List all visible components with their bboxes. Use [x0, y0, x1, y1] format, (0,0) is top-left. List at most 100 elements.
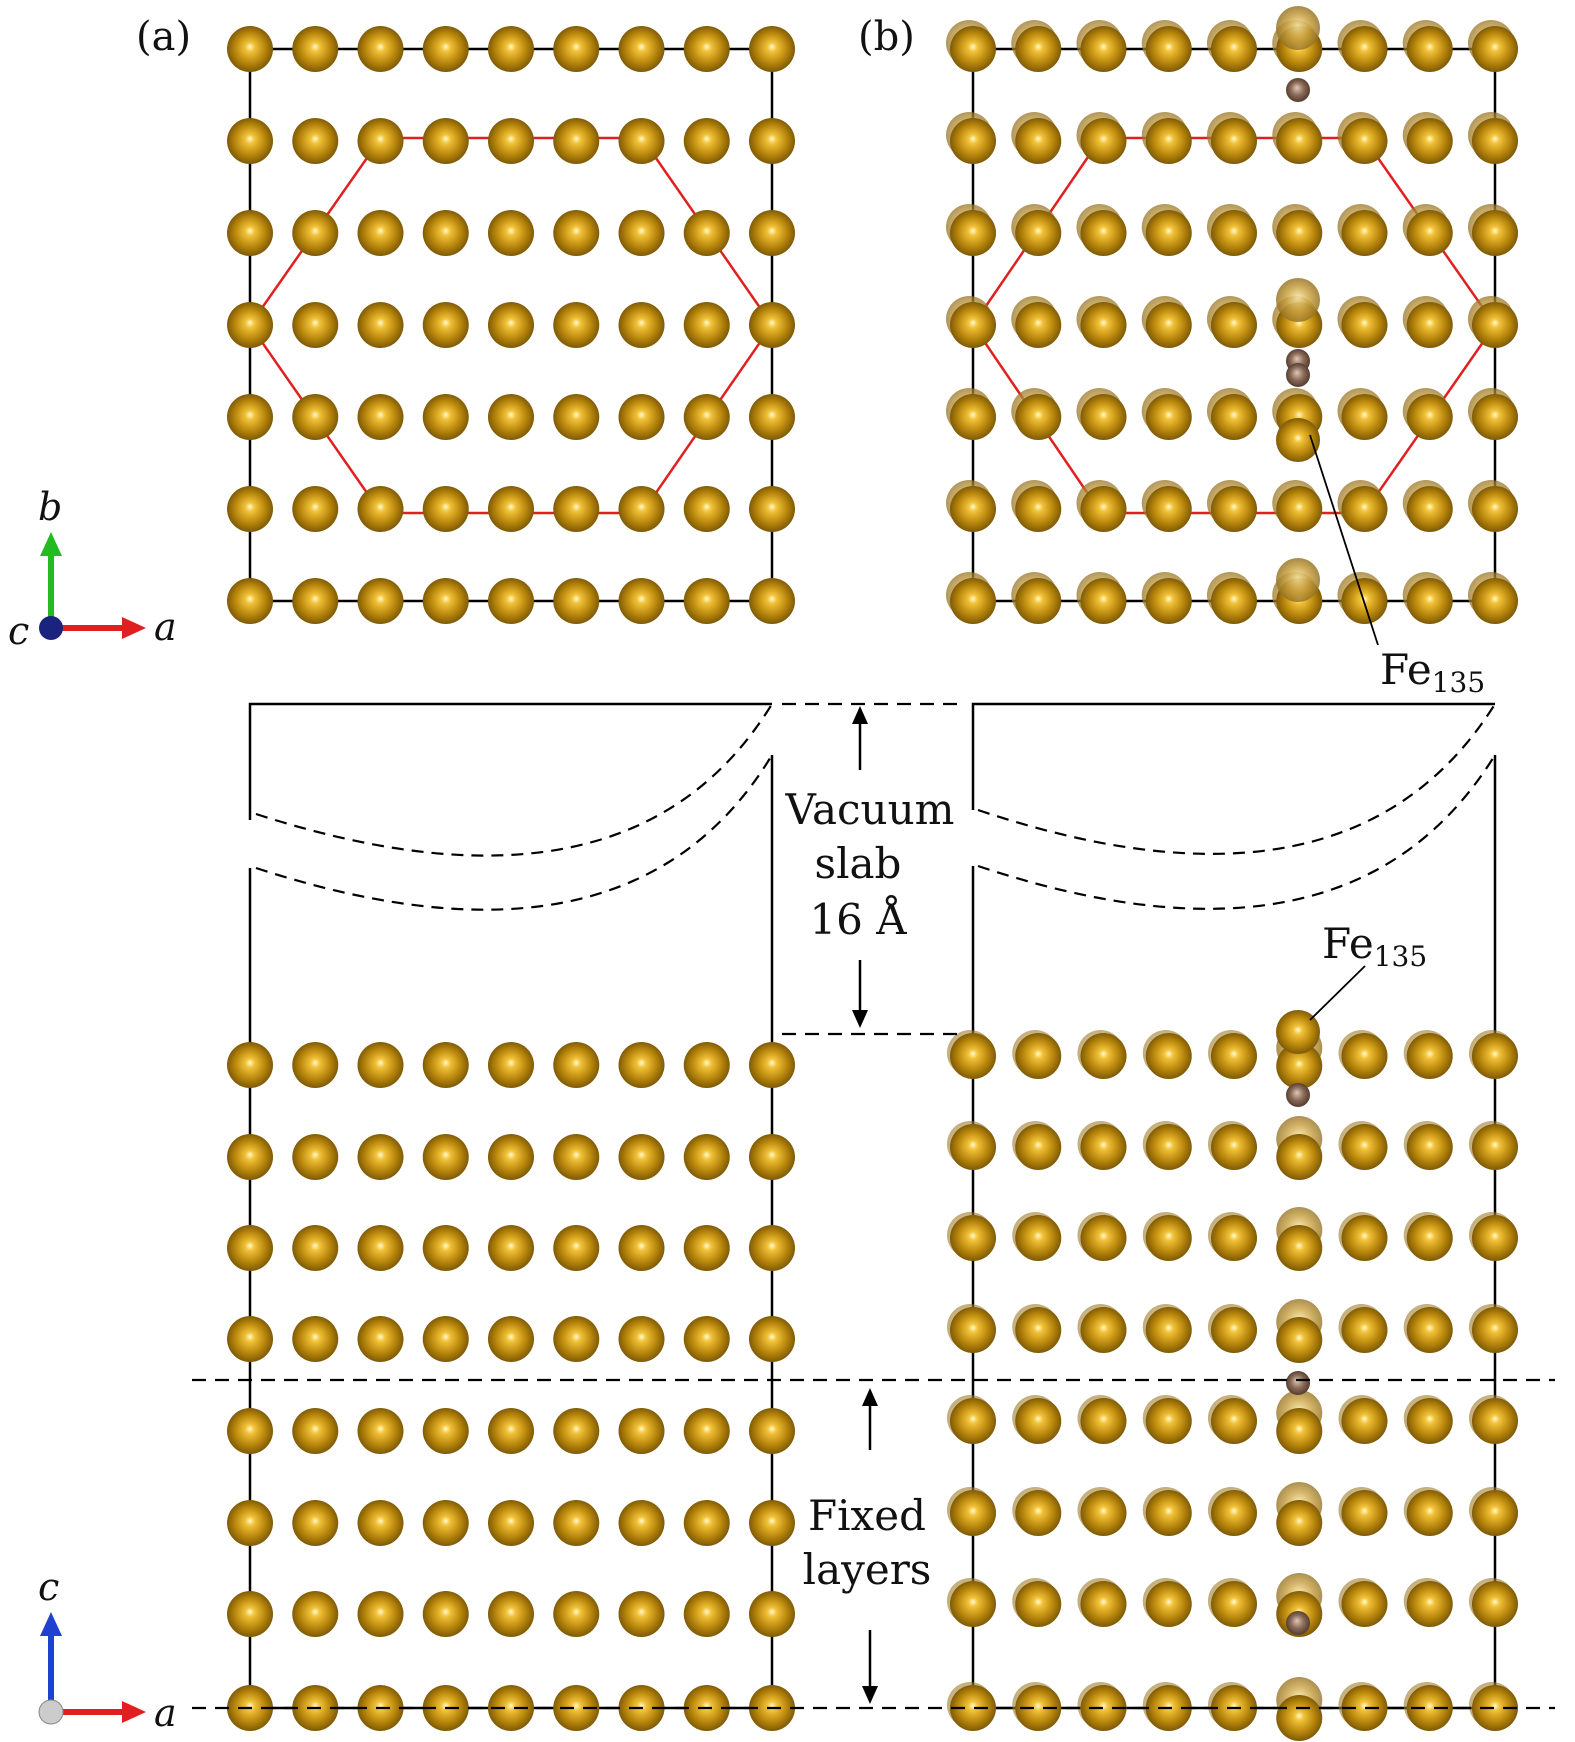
fe-atom	[422, 1500, 469, 1546]
fe-atom	[749, 486, 795, 532]
fe-atom	[749, 1225, 795, 1271]
fe-atom	[618, 1134, 665, 1180]
fe-atom	[1015, 486, 1062, 532]
fe-atom	[227, 1042, 273, 1088]
fe-atom	[950, 302, 996, 348]
fe-atom	[1472, 486, 1518, 532]
carbon-atom	[1286, 78, 1310, 102]
fe-atom	[1472, 1490, 1518, 1536]
fe-atom	[227, 1134, 273, 1180]
fe-atom	[1015, 1033, 1062, 1079]
fe-atom	[422, 302, 469, 348]
fe-atom	[1145, 1215, 1192, 1261]
vacuum-line3: 16 Å	[809, 894, 907, 944]
fe-atom	[950, 210, 996, 256]
fe-atom	[749, 1408, 795, 1454]
fe-atom	[749, 210, 795, 256]
fe-atom	[1276, 1134, 1323, 1180]
fe-atom	[422, 578, 469, 624]
fe-atom	[1276, 1043, 1323, 1089]
fe-atom	[1015, 1215, 1062, 1261]
fe-atom	[1472, 1398, 1518, 1444]
fe-atom	[1211, 210, 1257, 256]
fe-atom	[1211, 1490, 1257, 1536]
fe-atom	[357, 486, 404, 532]
fe-atom	[1276, 1225, 1323, 1271]
fe-atom	[1015, 1398, 1062, 1444]
fe-atom	[357, 1316, 404, 1362]
fe-atom	[618, 118, 665, 164]
fe-atom	[683, 486, 730, 532]
fe-atom	[618, 26, 665, 72]
fe-atom	[1276, 118, 1323, 164]
fe-atom	[1145, 1490, 1192, 1536]
fe-atom	[1472, 1124, 1518, 1170]
fe-atom	[357, 1500, 404, 1546]
axis-triad-top: b a c	[8, 485, 177, 653]
fixed-layers-annotation: Fixed layers	[192, 1378, 1555, 1710]
fe-atom	[1406, 578, 1453, 624]
fe-atom	[1211, 1215, 1257, 1261]
fe-atom	[1472, 26, 1518, 72]
fe-atom	[292, 118, 339, 164]
fe-atom	[618, 394, 665, 440]
fe-atom	[488, 1685, 534, 1731]
fe-atom	[1015, 1581, 1062, 1627]
fe-atom	[292, 302, 339, 348]
fe-atom	[292, 1316, 339, 1362]
fe-atom	[1406, 1685, 1453, 1731]
fe-atom	[1276, 1408, 1323, 1454]
carbon-atom	[1286, 363, 1310, 387]
fe-atom	[1145, 1307, 1192, 1353]
fe135-label-side: Fe135	[1309, 919, 1427, 1021]
fe-atom	[292, 486, 339, 532]
fe-atom	[422, 26, 469, 72]
fe-atom	[1341, 486, 1388, 532]
fe-atom	[292, 394, 339, 440]
fe-atom	[357, 1225, 404, 1271]
fe-atom	[1276, 1695, 1323, 1741]
fe-atom	[1472, 1685, 1518, 1731]
fe-atom-displaced	[1276, 278, 1320, 322]
fe-atom	[488, 1225, 534, 1271]
fe-atom	[1015, 1307, 1062, 1353]
fe-atom	[683, 1225, 730, 1271]
fe-atom	[357, 1134, 404, 1180]
fe-atom	[618, 486, 665, 532]
fe-atom	[1472, 210, 1518, 256]
axis-triad-bottom: c a	[38, 1565, 177, 1735]
fe-atom	[1211, 394, 1257, 440]
fe-atom	[618, 1500, 665, 1546]
fe-atom	[422, 1408, 469, 1454]
fe-atom	[749, 1134, 795, 1180]
fe-atom	[1341, 394, 1388, 440]
fe-atom	[1015, 210, 1062, 256]
fe-atom	[683, 210, 730, 256]
fe-atom	[749, 26, 795, 72]
axis-label-c-top: c	[8, 609, 29, 653]
fe-atom	[1211, 486, 1257, 532]
fe-atom	[950, 486, 996, 532]
fe-atom	[1341, 210, 1388, 256]
fe-atom	[1145, 118, 1192, 164]
fe-atom	[1015, 1490, 1062, 1536]
fe-atom	[1211, 302, 1257, 348]
fe-atom	[683, 26, 730, 72]
fe-atom	[1341, 1398, 1388, 1444]
panel-label-a: (a)	[136, 14, 191, 60]
panel-b-top-view	[946, 6, 1518, 624]
fe-atom	[1211, 578, 1257, 624]
fe-atom	[422, 486, 469, 532]
fe-atom	[553, 210, 600, 256]
axis-origin-top	[39, 616, 63, 640]
fe-atom	[553, 1042, 600, 1088]
fe-atom	[553, 394, 600, 440]
fe-atom	[1145, 210, 1192, 256]
fe-atom	[618, 1408, 665, 1454]
fe-atom	[1015, 118, 1062, 164]
fe-atom	[422, 1316, 469, 1362]
vacuum-slab-annotation: Vacuum slab 16 Å	[782, 702, 965, 1036]
axis-label-b: b	[38, 485, 62, 529]
fe-atom	[357, 302, 404, 348]
fe-atom	[950, 1307, 996, 1353]
